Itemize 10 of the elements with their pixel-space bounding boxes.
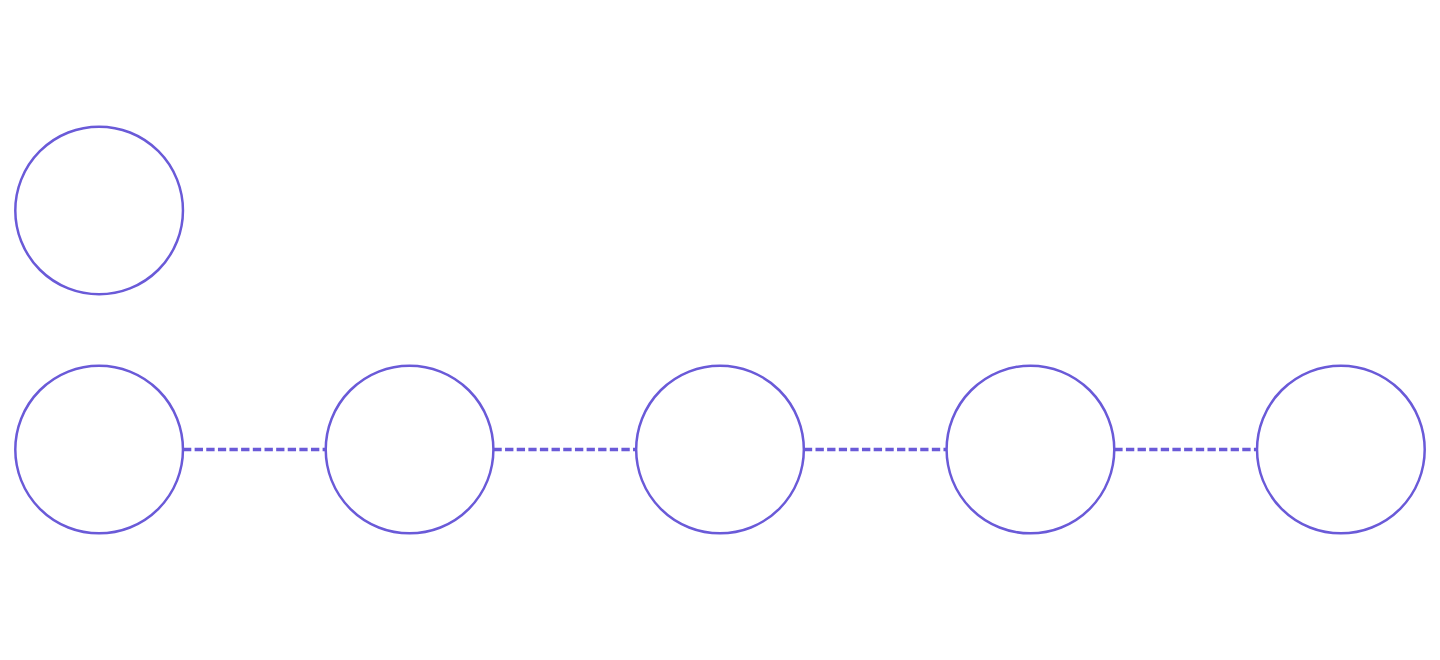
node-circle [14,125,185,296]
node-circle [945,364,1116,535]
connector [1114,447,1257,452]
node-circle [1255,364,1426,535]
node-circle [634,364,806,535]
connector [183,447,326,452]
node-circle [324,364,495,535]
connector [803,447,947,452]
connector [493,447,636,452]
node-circle [14,364,185,535]
